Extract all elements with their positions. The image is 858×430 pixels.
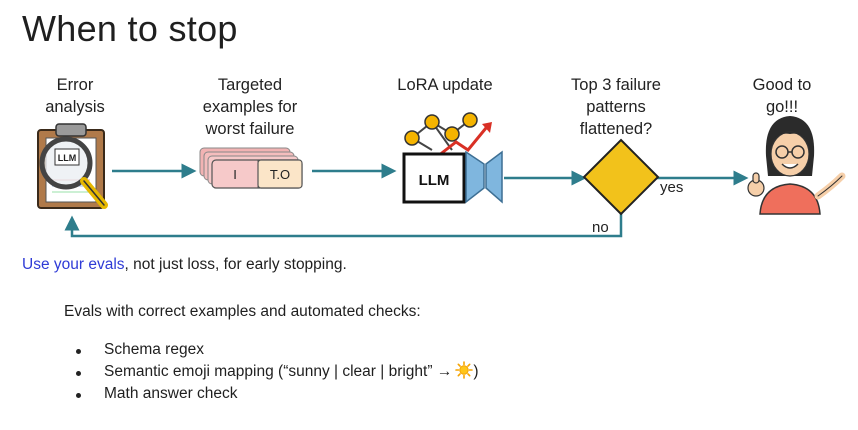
example-cards-icon: I T.O: [199, 147, 303, 189]
happy-person-icon: [747, 116, 846, 215]
llm-box-label: LLM: [419, 172, 450, 189]
card-input-label: I: [233, 167, 237, 182]
list-item: Schema regex: [68, 339, 479, 361]
caption-highlight: Use your evals: [22, 256, 125, 273]
stage-label-lora-update: LoRA update: [397, 76, 493, 94]
bullet-text: Schema regex: [104, 341, 204, 358]
stage-label-good-to-go: Good to go!!!: [752, 76, 812, 116]
decision-diamond: [582, 138, 660, 216]
stage-label-targeted-examples: Targeted examples for worst failure: [202, 76, 298, 138]
bullet-text: Semantic emoji mapping (“sunny | clear |…: [104, 363, 453, 380]
edge-label-yes: yes: [660, 179, 683, 196]
evals-bullet-list: Schema regex Semantic emoji mapping (“su…: [68, 339, 479, 405]
workflow-diagram: LLM I T.O LLM yes no: [37, 112, 846, 238]
caption-rest: , not just loss, for early stopping.: [124, 256, 347, 273]
stage-label-error-analysis: Error analysis: [45, 76, 105, 116]
list-item: Math answer check: [68, 383, 479, 405]
sun-emoji-icon: [455, 361, 474, 379]
card-output-label: T.O: [270, 167, 290, 182]
evals-subheading: Evals with correct examples and automate…: [64, 303, 421, 320]
list-item: Semantic emoji mapping (“sunny | clear |…: [68, 361, 479, 383]
bullet-text: Math answer check: [104, 385, 238, 402]
arrow-no-loop: [64, 212, 623, 238]
edge-label-no: no: [592, 219, 609, 236]
clipboard-magnifier-icon: LLM: [37, 123, 108, 209]
caption: Use your evals, not just loss, for early…: [22, 256, 347, 274]
stage-label-decision: Top 3 failure patterns flattened?: [571, 76, 661, 138]
lora-llm-icon: LLM: [402, 112, 503, 204]
clipboard-llm-label: LLM: [58, 153, 77, 163]
slide-title: When to stop: [22, 8, 238, 49]
